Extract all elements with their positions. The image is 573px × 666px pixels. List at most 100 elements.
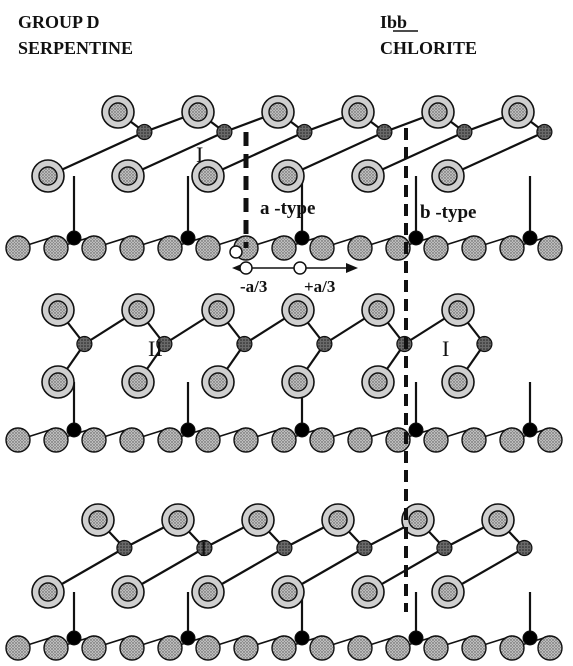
tetrahedral-cation [408,422,424,438]
basal-oxygen [537,427,563,453]
octahedral-cation [436,539,453,557]
bond-line [127,130,225,178]
bond-line [367,130,465,178]
basal-oxygen [81,635,107,661]
header-serpentine: SERPENTINE [18,38,133,58]
oxygen-ring-core [128,372,148,392]
basal-oxygen [309,635,335,661]
oxygen-ring-core [38,166,58,186]
basal-oxygen [423,635,449,661]
displaced-marker [229,245,243,259]
oxygen-ring-core [118,582,138,602]
octahedral-cation [196,539,213,557]
oxygen-ring-core [408,510,428,530]
oxygen-ring-core [248,510,268,530]
a-type-label: a -type [260,198,315,219]
basal-oxygen [43,427,69,453]
tetrahedral-cation [408,630,424,646]
oxygen-ring-core [428,102,448,122]
layer-label-middle-right: I [442,336,449,361]
basal-oxygen [5,427,31,453]
tetrahedral-cation [294,630,310,646]
basal-oxygen [43,635,69,661]
oxygen-ring-core [368,300,388,320]
basal-oxygen [537,235,563,261]
header-chlorite: CHLORITE [380,38,477,58]
plus-a3-label: +a/3 [304,277,335,296]
octahedral-cation [76,335,93,353]
oxygen-ring-core [288,372,308,392]
bond-line [287,130,385,178]
octahedral-cation [156,335,173,353]
header-ibb: Ibb [380,12,407,32]
basal-oxygen [157,235,183,261]
oxygen-ring-core [188,102,208,122]
octahedral-cation [356,539,373,557]
octahedral-cation [536,123,553,141]
basal-oxygen [461,635,487,661]
basal-oxygen [43,235,69,261]
oxygen-ring-core [268,102,288,122]
b-type-label: b -type [420,202,476,223]
basal-oxygen [233,427,259,453]
oxygen-ring-core [128,300,148,320]
oxygen-ring-core [508,102,528,122]
basal-oxygen [309,235,335,261]
bond-line [47,130,145,178]
octahedral-cation [116,539,133,557]
basal-oxygen [499,235,525,261]
basal-oxygen [461,235,487,261]
octahedral-cation [516,539,533,557]
octahedral-cation [476,335,493,353]
tetrahedral-cation [294,422,310,438]
oxygen-ring-core [358,582,378,602]
bond-line [207,130,305,178]
header-group-d: GROUP D [18,12,100,32]
octahedral-cation [216,123,233,141]
oxygen-ring-core [88,510,108,530]
basal-oxygen [81,235,107,261]
origin-marker-center [293,261,307,275]
octahedral-cation [236,335,253,353]
oxygen-ring-core [488,510,508,530]
basal-oxygen [423,235,449,261]
oxygen-ring-core [48,300,68,320]
basal-oxygen [271,235,297,261]
tetrahedral-cation [522,230,538,246]
octahedral-cation [136,123,153,141]
oxygen-ring-core [198,166,218,186]
basal-oxygen [5,635,31,661]
basal-oxygen [119,235,145,261]
basal-oxygen [233,635,259,661]
basal-oxygen [157,427,183,453]
atom-markers [5,95,563,661]
tetrahedral-cation [66,422,82,438]
plus-a3-arrowhead [346,263,358,273]
tetrahedral-cation [522,630,538,646]
basal-oxygen [347,635,373,661]
minus-a3-label: -a/3 [240,277,267,296]
tetrahedral-cation [522,422,538,438]
basal-oxygen [499,635,525,661]
oxygen-ring-core [198,582,218,602]
oxygen-ring-core [168,510,188,530]
oxygen-ring-core [348,102,368,122]
basal-oxygen [347,235,373,261]
octahedral-cation [276,539,293,557]
basal-oxygen [499,427,525,453]
oxygen-ring-core [448,372,468,392]
oxygen-ring-core [48,372,68,392]
basal-oxygen [119,635,145,661]
basal-oxygen [537,635,563,661]
basal-oxygen [157,635,183,661]
basal-oxygen [461,427,487,453]
basal-oxygen [195,235,221,261]
tetrahedral-cation [180,230,196,246]
basal-oxygen [271,635,297,661]
tetrahedral-cation [408,230,424,246]
octahedral-cation [296,123,313,141]
basal-oxygen [271,427,297,453]
oxygen-ring-core [448,300,468,320]
